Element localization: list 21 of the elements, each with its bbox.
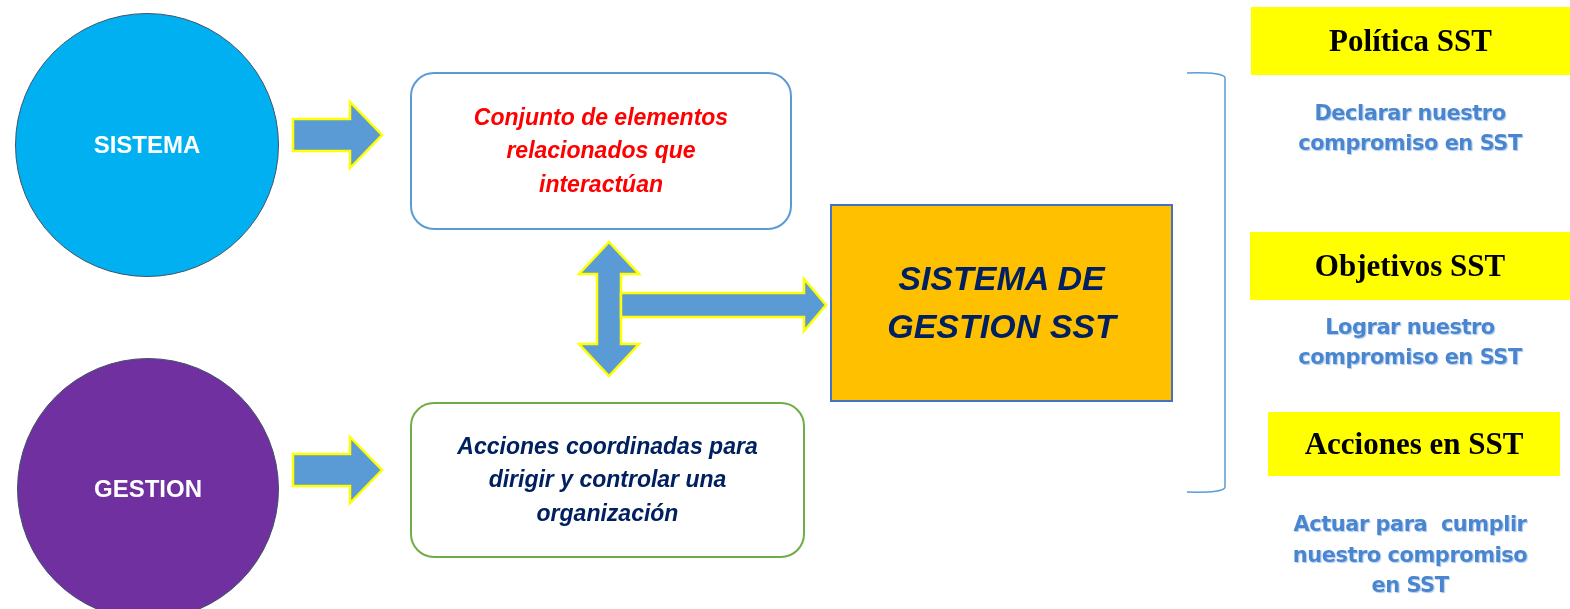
process-box bbox=[830, 204, 1173, 402]
description-text: Actuar para cumplir nuestro compromiso en SST bbox=[1291, 511, 1529, 600]
description-text: Declarar nuestro compromiso en SST bbox=[1297, 99, 1524, 157]
node-label: SISTEMA DE GESTION SST bbox=[886, 258, 1119, 347]
block-arrow bbox=[291, 433, 384, 507]
node-label: Política SST bbox=[1329, 23, 1492, 59]
description-text: Lograr nuestro compromiso en SST bbox=[1297, 313, 1524, 371]
node-label: GESTION bbox=[94, 475, 202, 503]
block-arrow bbox=[619, 275, 828, 335]
rounded-box bbox=[410, 72, 792, 230]
heading-band bbox=[1268, 412, 1560, 476]
block-arrow bbox=[291, 98, 384, 172]
node-label: Conjunto de elementos relacionados que interactúan bbox=[472, 103, 730, 199]
node-label: SISTEMA bbox=[93, 131, 201, 159]
heading-band bbox=[1250, 232, 1570, 300]
double-block-arrow bbox=[576, 240, 642, 378]
node-label: Acciones en SST bbox=[1304, 426, 1524, 462]
rounded-box bbox=[410, 402, 805, 558]
node-label: Acciones coordinadas para dirigir y controlar una organización bbox=[456, 432, 759, 528]
node-label: Objetivos SST bbox=[1314, 248, 1506, 284]
heading-band bbox=[1251, 7, 1570, 75]
